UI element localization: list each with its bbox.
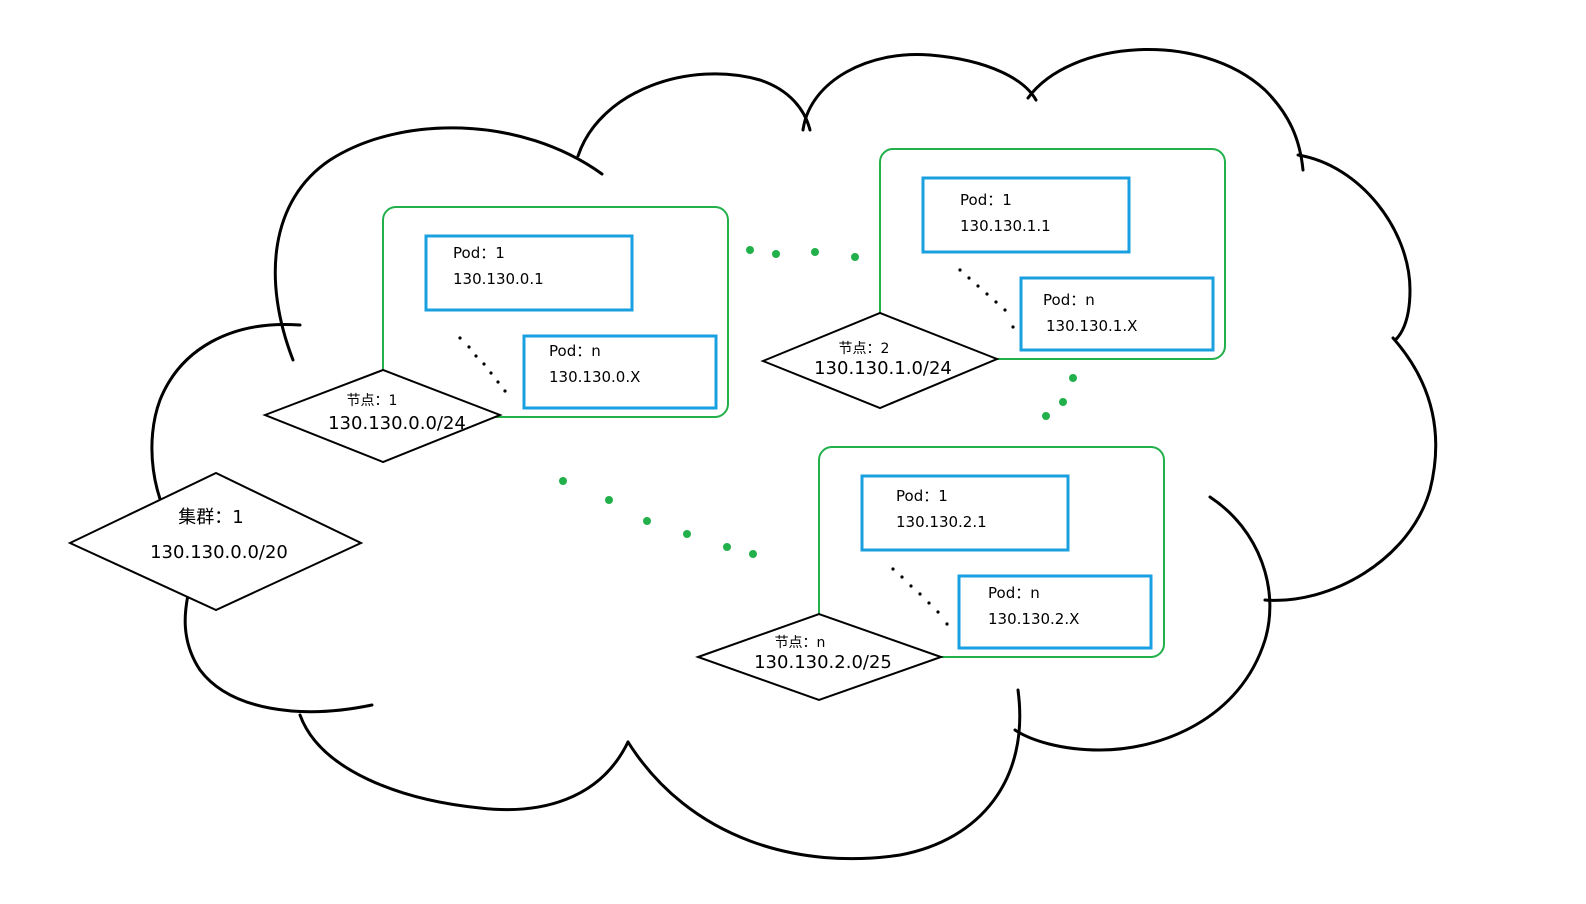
node-cidr: 130.130.2.0/25 <box>754 652 892 673</box>
pod-ellipsis <box>958 268 1015 329</box>
pod-ellipsis <box>458 336 507 393</box>
connector-dot <box>746 246 754 254</box>
connector-dot <box>723 543 731 551</box>
node-label: 节点：2 <box>839 341 890 357</box>
node-label: 节点：1 <box>347 393 398 409</box>
connector-dot <box>811 248 819 256</box>
connector-dot <box>1042 412 1050 420</box>
node-cidr: 130.130.1.0/24 <box>814 358 952 379</box>
connector-dot <box>851 253 859 261</box>
node-diamond <box>695 612 945 702</box>
pod-box <box>860 474 1070 552</box>
cloud-arc <box>1263 336 1438 602</box>
cluster-diamond <box>67 471 364 612</box>
pod-ellipsis <box>891 567 949 626</box>
pod-ip: 130.130.2.1 <box>896 513 987 531</box>
pod-ip: 130.130.1.X <box>1046 317 1137 335</box>
cloud-arc <box>1296 153 1412 342</box>
pod-box <box>522 334 718 410</box>
pod-ip: 130.130.0.X <box>549 368 640 386</box>
pod-ip: 130.130.2.X <box>988 610 1079 628</box>
connector-dot <box>559 477 567 485</box>
node-container <box>382 206 729 418</box>
cluster-shape: 集群：1 130.130.0.0/20 <box>67 471 364 612</box>
cluster-label: 集群：1 <box>178 507 243 528</box>
connector-dot <box>683 530 691 538</box>
connector-dots <box>559 246 1077 558</box>
cloud-arc <box>183 593 374 714</box>
cloud-arc <box>273 126 604 362</box>
node-container <box>818 446 1165 658</box>
node-1: Pod：1 130.130.0.1 Pod：n 130.130.0.X 节点：1… <box>262 206 729 464</box>
pod-box <box>921 176 1131 254</box>
pod-label: Pod：1 <box>960 191 1012 209</box>
cloud-arc <box>150 322 302 542</box>
connector-dot <box>772 250 780 258</box>
pod-ip: 130.130.1.1 <box>960 217 1051 235</box>
node-cidr: 130.130.0.0/24 <box>328 413 466 434</box>
node-diamond <box>760 311 1000 410</box>
connector-dot <box>749 550 757 558</box>
connector-dot <box>1069 374 1077 382</box>
cloud-arc <box>298 713 630 812</box>
pod-ip: 130.130.0.1 <box>453 270 544 288</box>
cloud-arc <box>626 688 1022 861</box>
connector-dot <box>643 517 651 525</box>
cloud-outline <box>150 48 1438 861</box>
connector-dot <box>1059 398 1067 406</box>
cloud-arc <box>801 52 1038 132</box>
pod-box <box>957 574 1153 650</box>
cloud-arc <box>576 72 812 158</box>
pod-box <box>424 234 634 312</box>
node-label: 节点：n <box>775 635 826 651</box>
node-diamond <box>262 368 503 464</box>
node-container <box>879 148 1226 360</box>
pod-box <box>1019 276 1215 352</box>
cluster-cidr: 130.130.0.0/20 <box>150 542 288 563</box>
pod-label: Pod：n <box>988 584 1040 602</box>
cloud-arc <box>1013 495 1272 752</box>
pod-label: Pod：1 <box>896 487 948 505</box>
pod-label: Pod：1 <box>453 244 505 262</box>
cloud-arc <box>1026 48 1305 172</box>
pod-label: Pod：n <box>549 342 601 360</box>
connector-dot <box>605 496 613 504</box>
node-2: Pod：1 130.130.1.1 Pod：n 130.130.1.X 节点：2… <box>760 148 1226 410</box>
node-n: Pod：1 130.130.2.1 Pod：n 130.130.2.X 节点：n… <box>695 446 1165 702</box>
pod-label: Pod：n <box>1043 291 1095 309</box>
